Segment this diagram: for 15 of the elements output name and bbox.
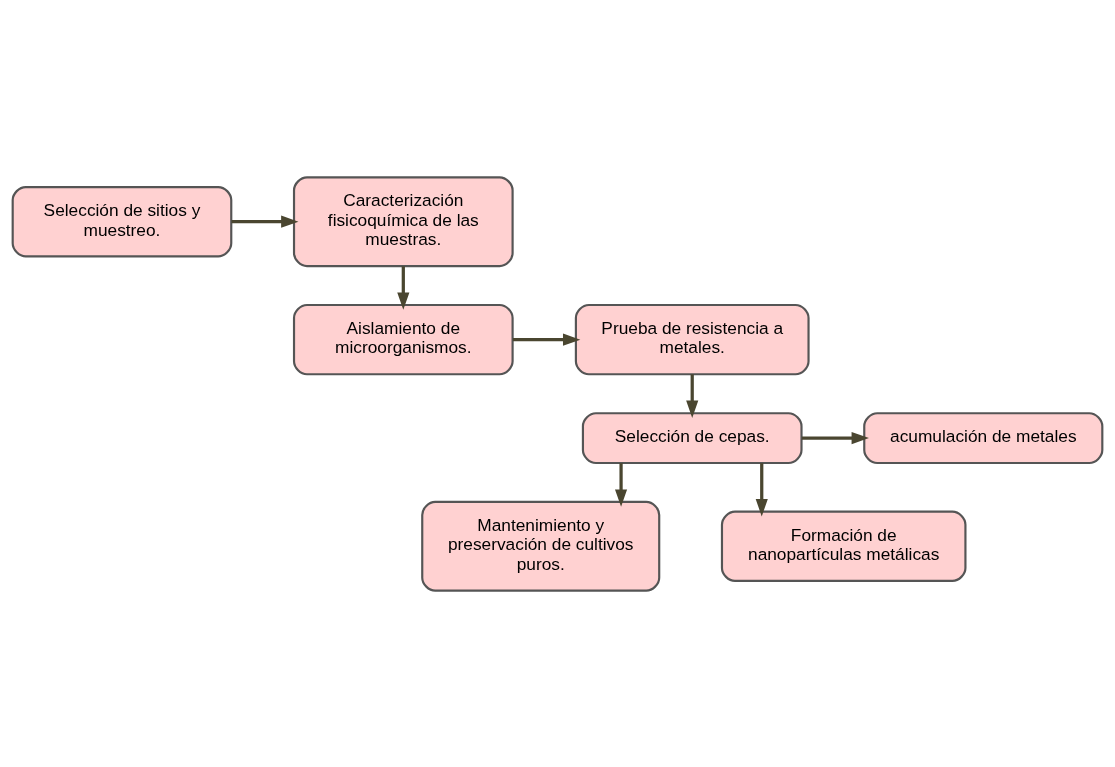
arrow bbox=[615, 462, 628, 507]
arrow bbox=[231, 215, 299, 228]
node-box: Selección de sitios y muestreo. bbox=[11, 185, 233, 257]
node-box: Formación de nanopartículas metálicas bbox=[720, 510, 967, 582]
arrow bbox=[801, 431, 869, 444]
arrow bbox=[755, 462, 768, 516]
node-box: Prueba de resistencia a metales. bbox=[574, 303, 810, 375]
arrow bbox=[686, 373, 699, 418]
node-box: Aislamiento de microorganismos. bbox=[292, 303, 514, 375]
node-box: acumulación de metales bbox=[863, 411, 1104, 464]
node-box: Mantenimiento y preservación de cultivos puros. bbox=[421, 500, 661, 592]
arrow bbox=[397, 265, 410, 310]
node-box: Selección de cepas. bbox=[581, 411, 803, 464]
arrow bbox=[512, 333, 581, 346]
node-box: Caracterización fisicoquímica de las muestras. bbox=[292, 175, 514, 267]
